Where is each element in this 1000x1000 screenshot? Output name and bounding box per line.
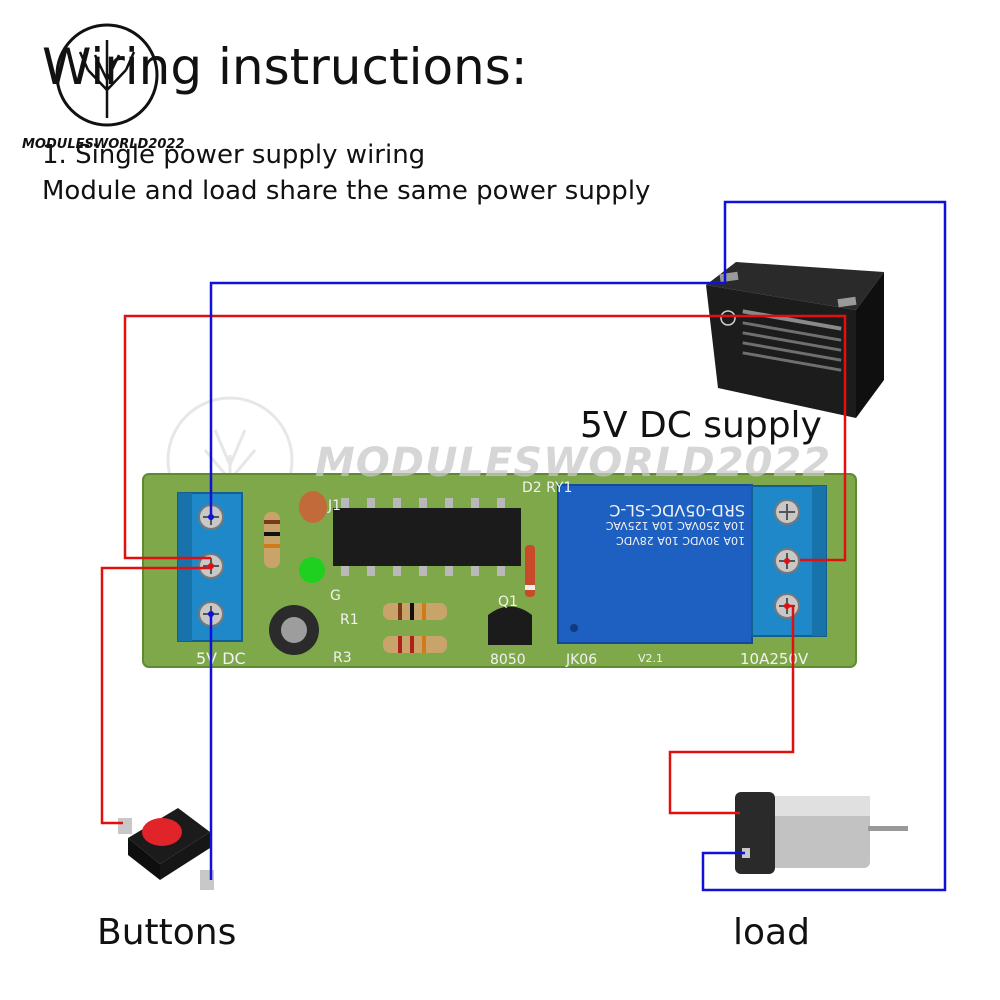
subtitle-line1: 1. Single power supply wiring [42,140,426,170]
subtitle-line2: Module and load share the same power sup… [42,176,651,206]
silk-5vdc: 5V DC [196,649,246,668]
silk-q1: Q1 [498,594,518,610]
page-title: Wiring instructions: [42,38,528,96]
silk-r3: R3 [333,650,352,666]
silk-version: V2.1 [638,652,663,665]
silk-d2-ry1: D2 RY1 [522,480,572,496]
silk-r1: R1 [340,612,359,628]
silk-8050: 8050 [490,652,526,668]
silk-j1: J1 [327,498,341,514]
supply-label: 5V DC supply [580,405,822,446]
load-label: load [733,912,810,953]
watermark-text: MODULESWORLD2022 [315,440,832,486]
negative-wires [209,200,947,892]
positive-wires [100,314,847,825]
brand-logo [55,23,159,127]
ic-chip [333,498,521,576]
push-button [118,808,214,890]
relay-model-text: SRD-05VDC-SL-C [609,501,745,520]
relay-module-pcb: 5V DC D2 RY1 J1 G R1 R3 Q1 8050 JK06 V2.… [142,473,857,668]
dc-motor [735,792,908,874]
silk-jk06: JK06 [565,652,597,668]
relay [557,484,753,644]
buttons-label: Buttons [97,912,237,953]
relay-line2-text: 10A 30VDC 10A 28VDC [616,534,745,547]
silk-rating: 10A250V [740,650,809,668]
brand-text: MODULESWORLD2022 [22,137,185,152]
relay-line1-text: 10A 250VAC 10A 125VAC [605,519,745,532]
battery [706,262,884,418]
silk-g: G [330,588,341,604]
